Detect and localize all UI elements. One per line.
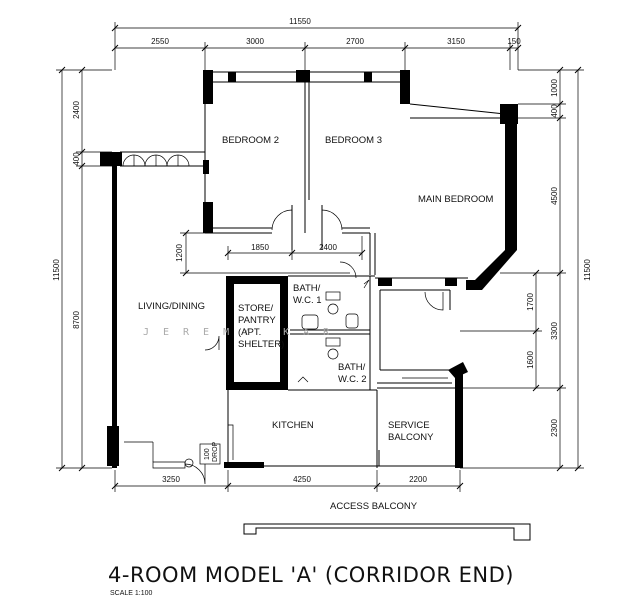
dim-bottom-2: 4250 xyxy=(293,475,311,484)
room-labels: BEDROOM 2 BEDROOM 3 MAIN BEDROOM LIVING/… xyxy=(138,135,494,462)
dim-top-3: 2700 xyxy=(346,37,364,46)
label-store-line1: STORE/ xyxy=(238,303,274,314)
label-drop-line1: 100 xyxy=(204,448,211,460)
dim-left-total: 11500 xyxy=(52,259,61,281)
access-balcony-outline xyxy=(243,523,531,541)
label-service-line2: BALCONY xyxy=(388,432,434,443)
dim-1850: 1850 xyxy=(251,243,269,252)
dim-right-2300: 2300 xyxy=(550,419,559,437)
dimension-lines xyxy=(56,22,584,492)
dimension-labels: 11550 2550 3000 2700 3150 150 11500 2400… xyxy=(52,17,592,484)
label-bath1-line2: W.C. 1 xyxy=(293,295,322,306)
dim-top-4: 3150 xyxy=(447,37,465,46)
label-drop-line2: DROP xyxy=(212,441,219,462)
label-store-line4: SHELTER) xyxy=(238,339,284,350)
label-service-line1: SERVICE xyxy=(388,420,430,431)
dim-right-1000: 1000 xyxy=(550,79,559,97)
dim-top-2: 3000 xyxy=(246,37,264,46)
dim-left-bottom: 8700 xyxy=(72,311,81,329)
dim-right-total: 11500 xyxy=(583,259,592,281)
dim-left-top: 2400 xyxy=(72,101,81,119)
dim-right-400: 400 xyxy=(550,104,559,118)
dim-right-1600: 1600 xyxy=(526,351,535,369)
watermark: JEREMY KAR xyxy=(143,327,343,338)
dim-right-3300: 3300 xyxy=(550,322,559,340)
dim-bottom-1: 3250 xyxy=(162,475,180,484)
label-bath2-line1: BATH/ xyxy=(338,362,366,373)
label-bedroom-3: BEDROOM 3 xyxy=(325,135,382,146)
dim-1200: 1200 xyxy=(175,244,184,262)
label-store-line3: (APT. xyxy=(238,327,261,338)
plan-scale: SCALE 1:100 xyxy=(110,590,153,597)
label-bath1-line1: BATH/ xyxy=(293,283,321,294)
dim-right-1700: 1700 xyxy=(526,293,535,311)
label-store-line2: PANTRY xyxy=(238,315,276,326)
plan-title: 4-ROOM MODEL 'A' (CORRIDOR END) xyxy=(108,563,514,587)
label-living-dining: LIVING/DINING xyxy=(138,301,205,312)
label-bath2-line2: W.C. 2 xyxy=(338,374,367,385)
label-kitchen: KITCHEN xyxy=(272,420,314,431)
dim-total-top: 11550 xyxy=(289,17,311,26)
dim-2400: 2400 xyxy=(319,243,337,252)
label-access-balcony: ACCESS BALCONY xyxy=(330,501,418,512)
dim-top-1: 2550 xyxy=(151,37,169,46)
walls xyxy=(100,70,518,485)
dim-right-4500: 4500 xyxy=(550,187,559,205)
label-main-bedroom: MAIN BEDROOM xyxy=(418,194,494,205)
dim-bottom-3: 2200 xyxy=(409,475,427,484)
label-bedroom-2: BEDROOM 2 xyxy=(222,135,279,146)
dim-top-5: 150 xyxy=(507,37,521,46)
dim-left-mid: 400 xyxy=(72,152,81,166)
